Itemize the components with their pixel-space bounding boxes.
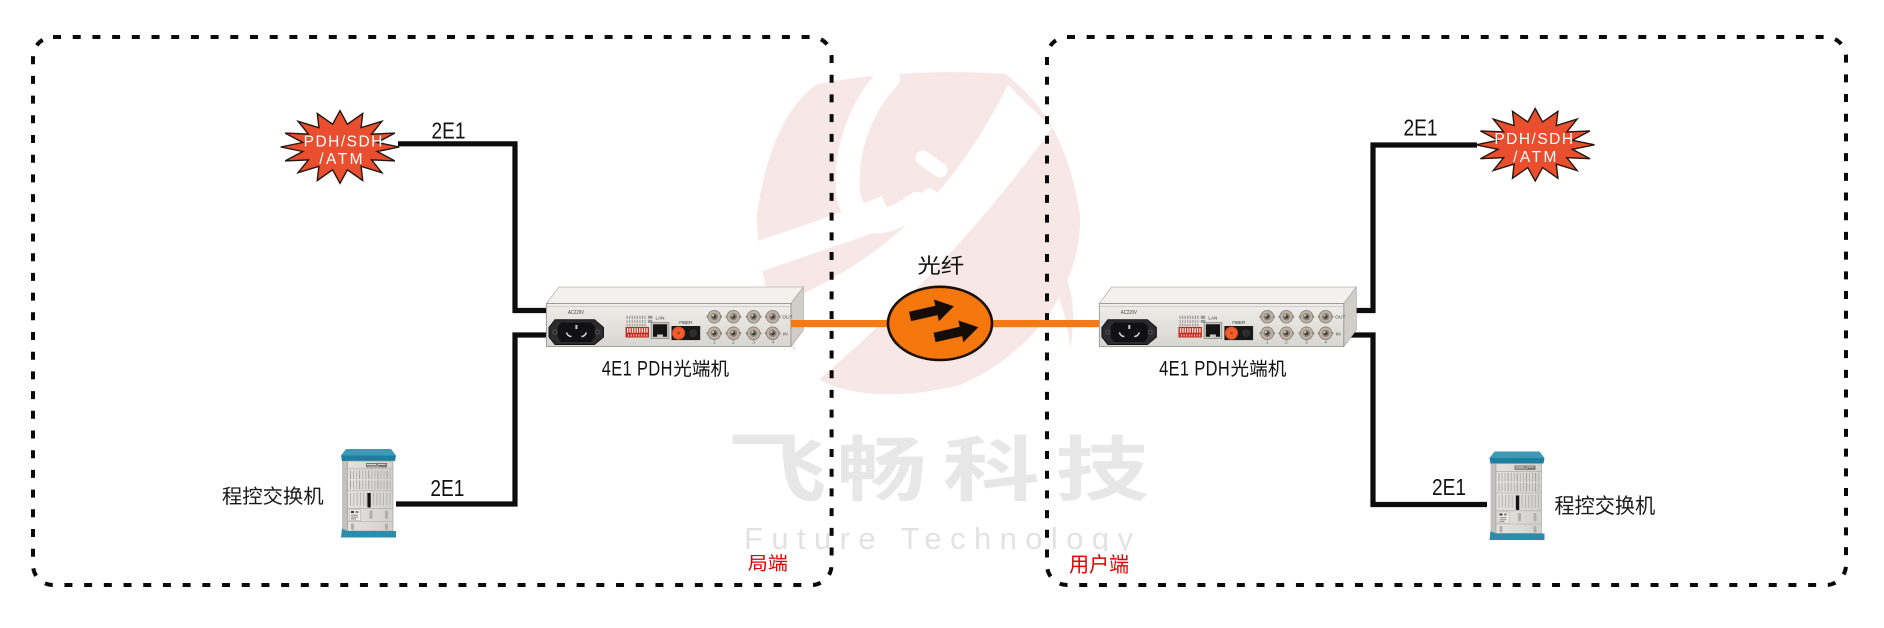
svg-text:OUT: OUT: [782, 315, 792, 321]
svg-text:2E1: 2E1: [432, 118, 466, 144]
svg-text:PDH/SDH: PDH/SDH: [304, 133, 383, 150]
svg-text:AC220V: AC220V: [1121, 310, 1138, 316]
svg-text:/ATM: /ATM: [1513, 149, 1556, 166]
svg-text:Future Technology: Future Technology: [744, 521, 1134, 556]
svg-text:3: 3: [752, 340, 755, 345]
svg-text:IN: IN: [783, 332, 788, 338]
svg-text:1: 1: [713, 340, 716, 345]
svg-text:FIBER: FIBER: [679, 320, 693, 325]
svg-text:2E1: 2E1: [430, 475, 464, 501]
svg-text:FIBER: FIBER: [1232, 320, 1246, 325]
svg-text:4: 4: [771, 340, 774, 345]
svg-text:/ATM: /ATM: [319, 151, 362, 168]
svg-text:1: 1: [1266, 340, 1269, 345]
svg-text:4: 4: [1324, 340, 1327, 345]
svg-text:3: 3: [1305, 340, 1308, 345]
svg-text:2E1: 2E1: [1404, 115, 1438, 141]
svg-text:IN: IN: [1336, 332, 1341, 338]
svg-text:2: 2: [1285, 340, 1288, 345]
svg-text:OUT: OUT: [1335, 315, 1345, 321]
svg-text:2: 2: [732, 340, 735, 345]
svg-text:4E1 PDH: 4E1 PDH: [1159, 356, 1230, 380]
svg-text:LAN: LAN: [1208, 316, 1217, 321]
svg-text:AC220V: AC220V: [568, 310, 585, 316]
svg-text:LAN: LAN: [656, 316, 665, 321]
svg-text:4E1 PDH: 4E1 PDH: [602, 356, 673, 380]
svg-text:2E1: 2E1: [1432, 474, 1466, 500]
svg-text:PDH/SDH: PDH/SDH: [1494, 131, 1573, 148]
